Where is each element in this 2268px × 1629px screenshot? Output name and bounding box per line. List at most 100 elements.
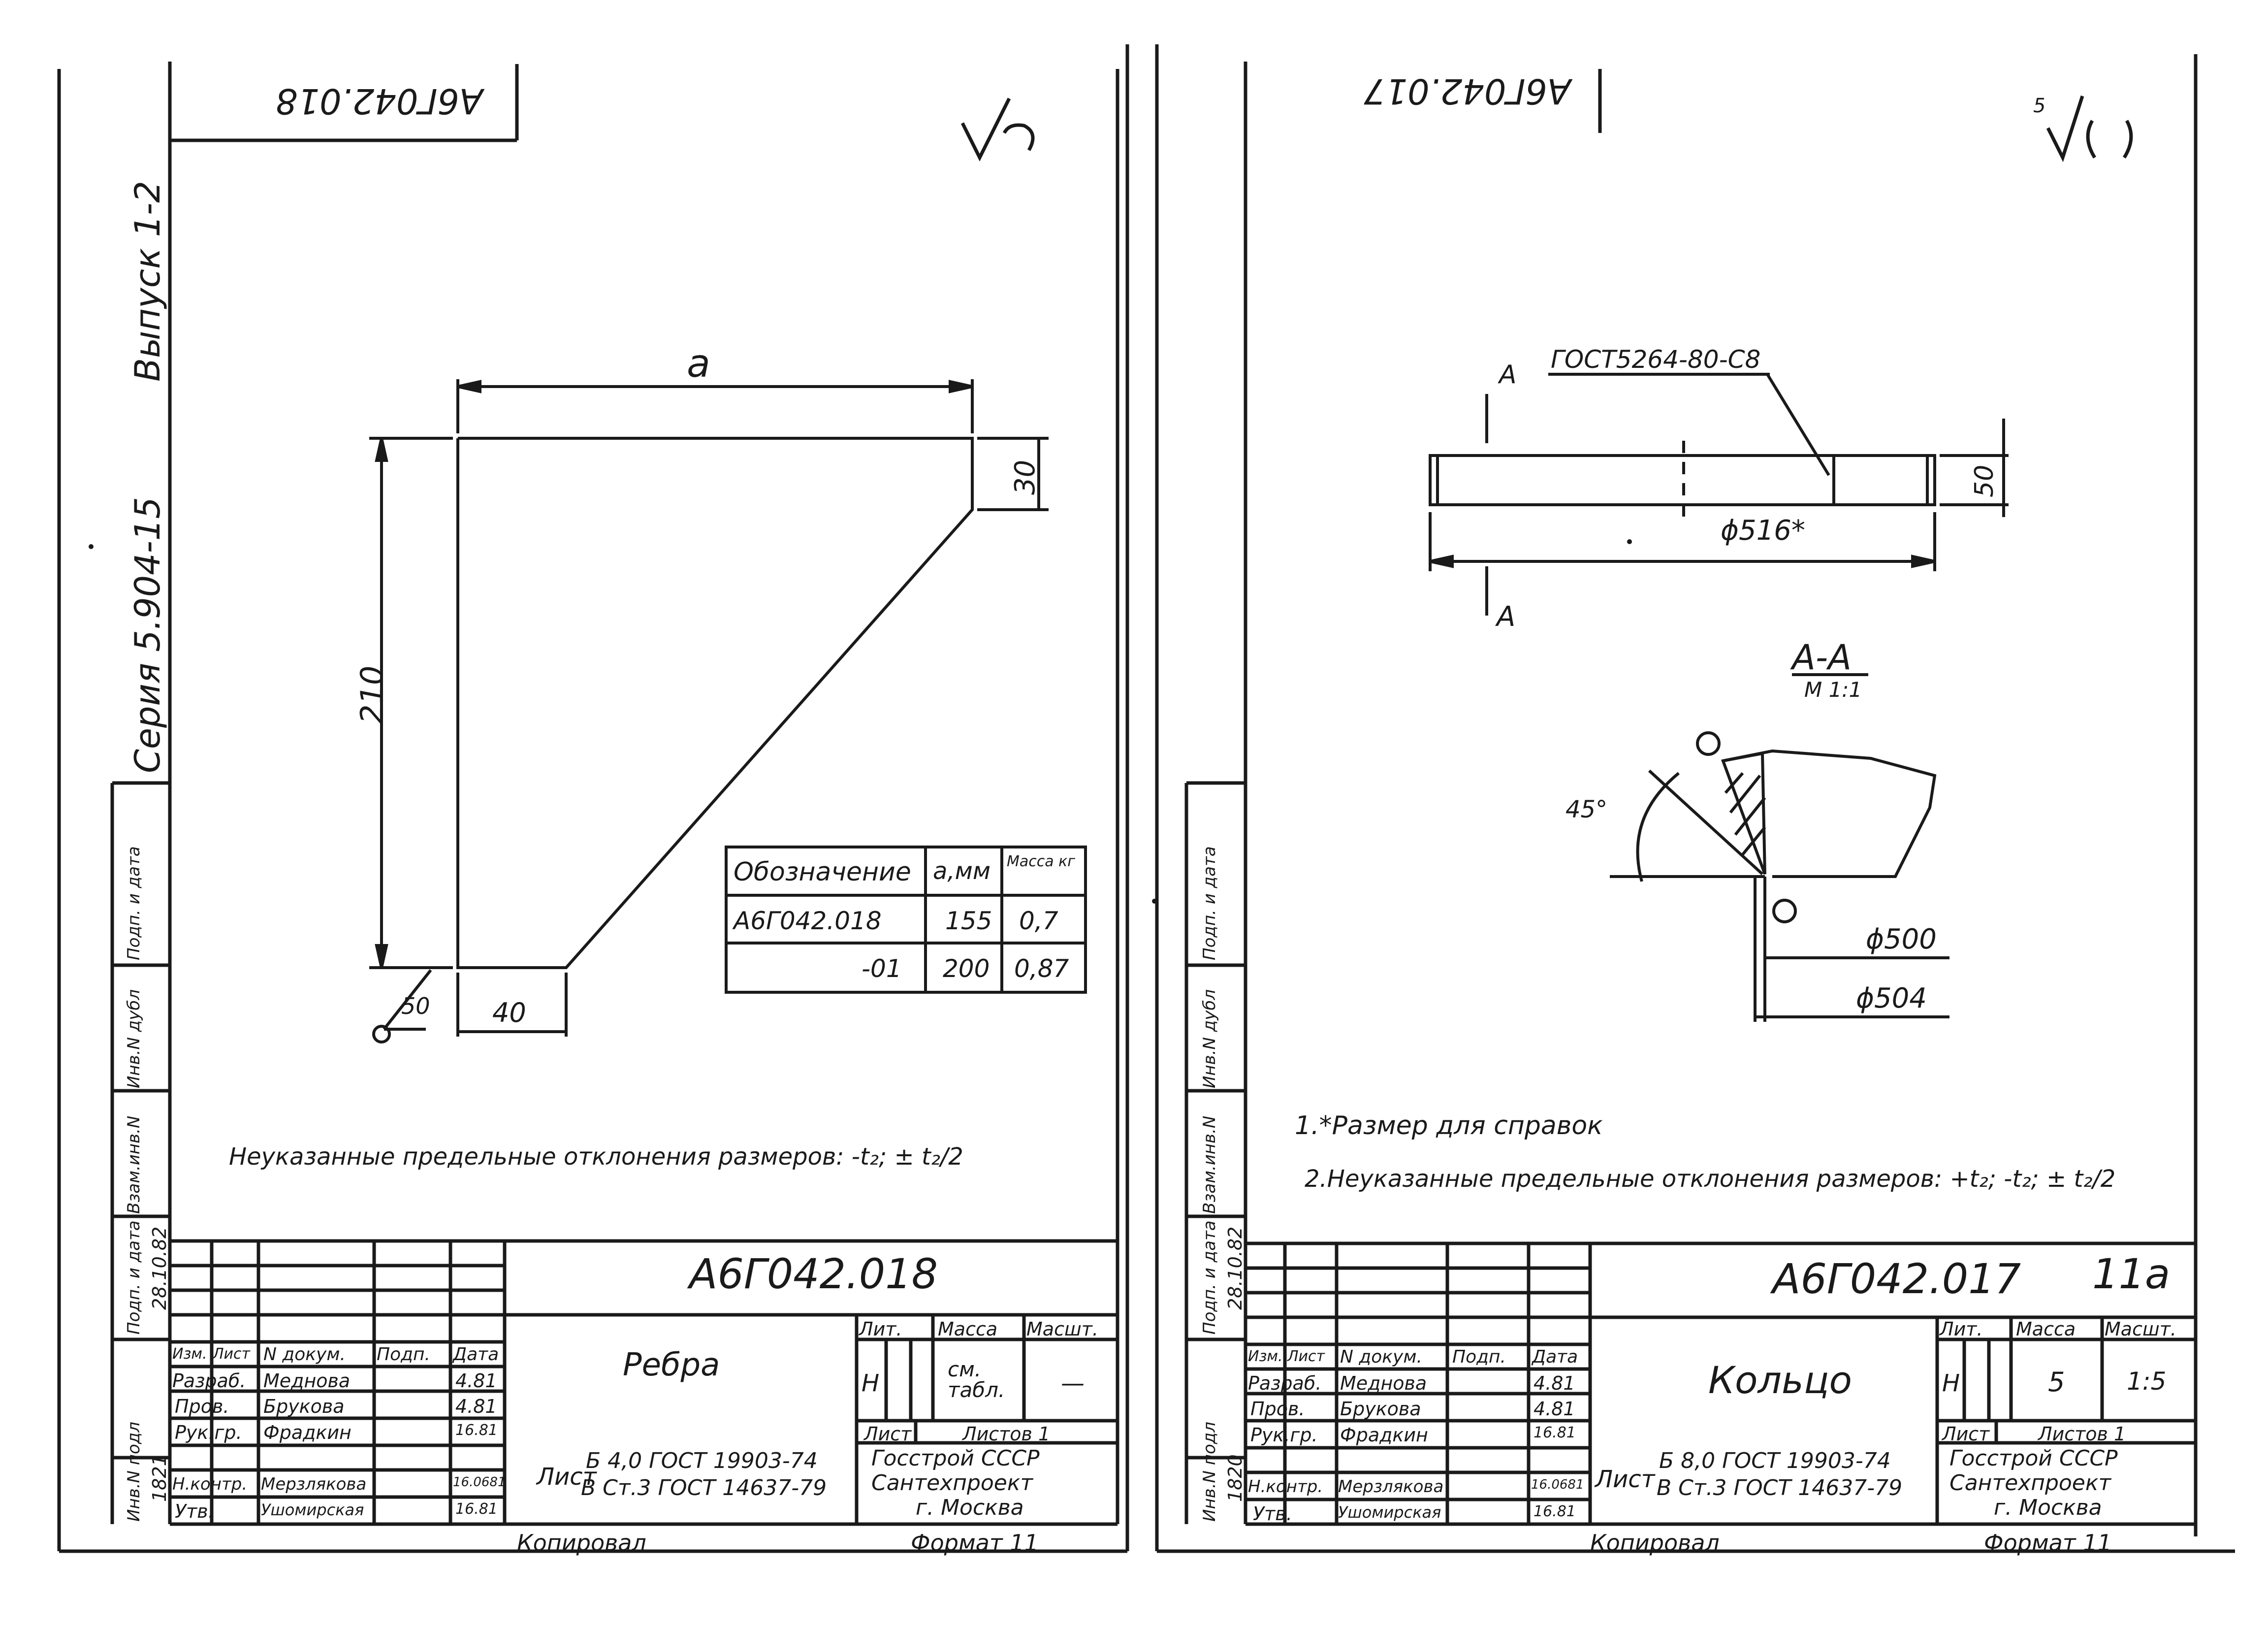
tb-date: 16.81 (455, 1422, 498, 1439)
side-label-right-2: Подп. и дата (1200, 1220, 1219, 1335)
side-value-left-date: 28.10.82 (149, 1226, 170, 1310)
part-name-right: Кольцо (1708, 1358, 1853, 1402)
mass-value: 5 (2048, 1367, 2065, 1398)
tb-head-doc: N докум. (1340, 1347, 1422, 1367)
scale-value: 1:5 (2127, 1367, 2167, 1396)
part-name-left: Ребра (623, 1347, 720, 1383)
lit-header: Лит. (859, 1318, 902, 1340)
org-line-2: Сантехпроект (1949, 1470, 2111, 1496)
drawing-code-right: А6Г042.017 (1772, 1255, 2021, 1303)
note-left: Неуказанные предельные отклонения размер… (229, 1143, 963, 1171)
dim-500: ϕ500 (1866, 923, 1937, 955)
tb-date: 16.81 (455, 1500, 498, 1518)
org-line-3: г. Москва (1994, 1495, 2102, 1520)
side-label-left-4: Инв.N дубл (124, 989, 144, 1088)
tb-name: Фрадкин (263, 1422, 351, 1443)
tb-head-list: Лист (1287, 1348, 1325, 1365)
series-label: Серия 5.904-15 (128, 497, 168, 773)
tb-date: 4.81 (1533, 1398, 1575, 1420)
tb-head-date: Дата (453, 1344, 499, 1365)
tb-role: Утв. (175, 1500, 214, 1522)
side-label-right-5: Подп. и дата (1200, 846, 1219, 960)
weld-roughness-left: 50 (401, 993, 430, 1019)
lit-value: Н (1942, 1369, 1960, 1397)
tb-head-izm: Изм. (172, 1345, 207, 1363)
table-cell: -01 (862, 954, 902, 983)
tb-head-sign: Подп. (377, 1344, 430, 1365)
tb-name: Брукова (1340, 1398, 1421, 1420)
table-cell: 200 (943, 954, 990, 983)
side-value-right-date: 28.10.82 (1224, 1226, 1246, 1310)
org-line-1: Госстрой СССР (871, 1446, 1040, 1471)
format-label-right: Формат 11 (1984, 1530, 2112, 1556)
tb-date: 16.0681 (1531, 1477, 1584, 1492)
table-cell: 0,87 (1014, 954, 1069, 983)
side-label-right-3: Взам.инв.N (1200, 1115, 1219, 1214)
tb-name: Мерзлякова (261, 1474, 367, 1494)
material-prefix: Лист (537, 1463, 597, 1491)
issue-label: Выпуск 1-2 (128, 181, 168, 382)
copied-label-right: Копировал (1590, 1530, 1720, 1556)
org-line-3: г. Москва (916, 1495, 1024, 1520)
sheet-label: Лист (1942, 1423, 1990, 1445)
dim-45: 45° (1565, 796, 1608, 823)
table-cell: 155 (945, 907, 992, 935)
side-value-right-inv: 1820 (1224, 1454, 1246, 1502)
sheets-label: Листов 1 (2038, 1423, 2126, 1445)
tb-date: 4.81 (455, 1396, 497, 1417)
tb-role: Разраб. (172, 1370, 246, 1392)
dim-30: 30 (1009, 459, 1041, 495)
tb-date: 4.81 (1533, 1372, 1575, 1394)
org-line-1: Госстрой СССР (1949, 1446, 2118, 1471)
tb-name: Мерзлякова (1338, 1477, 1444, 1497)
sheet-label: Лист (864, 1423, 912, 1445)
tb-name: Брукова (263, 1396, 345, 1417)
material-bottom: В Ст.3 ГОСТ 14637-79 (581, 1475, 827, 1500)
tb-role: Разраб. (1248, 1372, 1322, 1394)
mirrored-stamp-left: А6Г042.018 (276, 81, 483, 121)
sheet-number: 11а (2092, 1250, 2171, 1298)
dim-50: 50 (1970, 464, 1999, 497)
dim-a: a (687, 342, 710, 386)
dim-504: ϕ504 (1856, 982, 1927, 1014)
material-top: Б 4,0 ГОСТ 19903-74 (586, 1448, 818, 1473)
tb-role: Рук.гр. (175, 1422, 242, 1443)
scale-header: Масшт. (2105, 1318, 2176, 1340)
table-header-designation: Обозначение (734, 857, 911, 887)
material-prefix: Лист (1595, 1466, 1655, 1493)
tb-date: 4.81 (455, 1370, 497, 1392)
lit-value: Н (862, 1369, 880, 1397)
tb-name: Фрадкин (1340, 1424, 1428, 1446)
sheets-label: Листов 1 (962, 1423, 1051, 1445)
tb-role: Рук.гр. (1250, 1424, 1318, 1446)
section-scale: М 1:1 (1804, 678, 1862, 702)
tb-role: Н.контр. (172, 1474, 248, 1494)
side-value-left-inv: 1821 (149, 1454, 170, 1502)
tb-head-date: Дата (1532, 1347, 1578, 1367)
tb-date: 16.0681 (453, 1475, 506, 1490)
table-header-mass: Масса кг (1007, 853, 1076, 870)
roughness-mark-right: 50/√(√) (2033, 95, 2106, 117)
dim-210: 210 (354, 665, 390, 724)
org-line-2: Сантехпроект (871, 1470, 1033, 1496)
side-label-left-2: Подп. и дата (124, 1220, 144, 1335)
table-header-a: a,мм (933, 857, 991, 885)
mass-value: см. табл. (948, 1357, 1005, 1402)
side-label-left-3: Взам.инв.N (124, 1115, 144, 1214)
drawing-code-left: А6Г042.018 (689, 1250, 938, 1298)
tb-head-sign: Подп. (1452, 1347, 1506, 1367)
dim-40: 40 (492, 997, 526, 1028)
table-cell: А6Г042.018 (734, 907, 882, 935)
dim-516: ϕ516* (1721, 515, 1805, 547)
section-mark-bottom: А (1497, 601, 1516, 633)
tb-head-list: Лист (213, 1345, 251, 1363)
tb-date: 16.81 (1533, 1424, 1576, 1441)
weld-standard: ГОСТ5264-80-С8 (1551, 345, 1761, 374)
tb-name: Ушомирская (1338, 1503, 1441, 1522)
material-top: Б 8,0 ГОСТ 19903-74 (1659, 1448, 1891, 1473)
tb-role: Пров. (1250, 1398, 1305, 1420)
material-bottom: В Ст.3 ГОСТ 14637-79 (1657, 1475, 1903, 1500)
tb-date: 16.81 (1533, 1503, 1576, 1520)
tb-name: Ушомирская (261, 1500, 364, 1519)
